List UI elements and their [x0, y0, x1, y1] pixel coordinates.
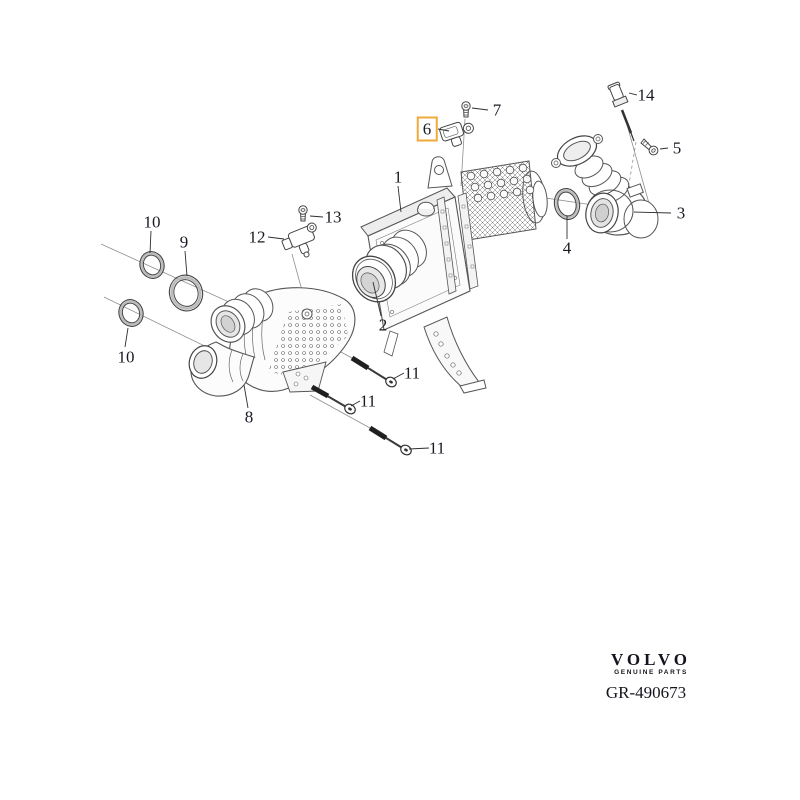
leader-line-8: [243, 384, 249, 409]
part-9-seal-ring: [168, 274, 204, 312]
leader-line-11: [408, 447, 430, 450]
leader-lines: [124, 92, 672, 450]
part-label-6[interactable]: 6: [416, 116, 438, 142]
part-11-bolt-b: [310, 384, 356, 415]
cooler-core-knobs: [466, 163, 535, 203]
part-14-temperature-sensor: [607, 81, 635, 142]
part-label-13[interactable]: 13: [324, 207, 342, 227]
part-label-11[interactable]: 11: [403, 363, 421, 383]
leader-line-9: [184, 250, 188, 277]
part-10-seal-ring-upper: [139, 251, 165, 279]
drawing-number: GR-490673: [605, 683, 687, 703]
leader-line-6: [437, 128, 450, 132]
leader-line-13: [309, 215, 324, 218]
leader-line-11: [392, 372, 405, 380]
part-1-charge-air-cooler: [360, 156, 548, 394]
part-13-screw: [298, 205, 308, 222]
part-label-10[interactable]: 10: [143, 212, 161, 232]
leader-line-14: [628, 92, 638, 96]
leader-line-3: [633, 211, 672, 214]
part-4-o-ring: [553, 188, 581, 220]
volvo-genuine-parts-text: GENUINE PARTS: [614, 669, 688, 676]
part-label-11[interactable]: 11: [428, 438, 446, 458]
leader-line-7: [471, 107, 489, 111]
part-label-8[interactable]: 8: [244, 407, 254, 427]
part-2-hose-bellows: [351, 229, 427, 303]
part-8-air-duct-housing: [188, 287, 356, 397]
screw-5-alignment-dashed-line: [627, 141, 637, 191]
part-6-pressure-sensor: [439, 121, 474, 147]
leader-line-1: [397, 185, 402, 213]
part-7-screw: [461, 101, 471, 118]
part-label-5[interactable]: 5: [672, 138, 682, 158]
part-label-14[interactable]: 14: [637, 85, 655, 105]
part-5-screw: [640, 138, 659, 156]
part-label-7[interactable]: 7: [492, 100, 502, 120]
leader-line-10: [124, 327, 129, 348]
leader-line-10: [149, 230, 152, 254]
leader-line-5: [659, 147, 669, 150]
part-label-1[interactable]: 1: [393, 167, 403, 187]
part-label-10[interactable]: 10: [117, 347, 135, 367]
part-label-4[interactable]: 4: [562, 238, 572, 258]
part-label-12[interactable]: 12: [248, 227, 266, 247]
leader-line-12: [267, 236, 285, 240]
part-10-seal-ring-lower: [118, 299, 144, 327]
part-label-3[interactable]: 3: [676, 203, 686, 223]
leader-line-11: [350, 400, 361, 407]
part-12-pressure-sensor: [281, 222, 317, 258]
clamp-bracket-tab: [626, 183, 644, 198]
part-3-air-pipe: [551, 134, 659, 239]
volvo-logo: VOLVO: [610, 650, 692, 669]
part-label-9[interactable]: 9: [179, 232, 189, 252]
volvo-logo-block: VOLVO GENUINE PARTS GR-490673: [586, 651, 716, 701]
leader-line-2: [372, 281, 382, 317]
part-11-bolt-c: [368, 425, 412, 456]
part-label-2[interactable]: 2: [378, 315, 388, 335]
part-label-11[interactable]: 11: [359, 391, 377, 411]
part-11-bolt-a: [350, 355, 397, 388]
